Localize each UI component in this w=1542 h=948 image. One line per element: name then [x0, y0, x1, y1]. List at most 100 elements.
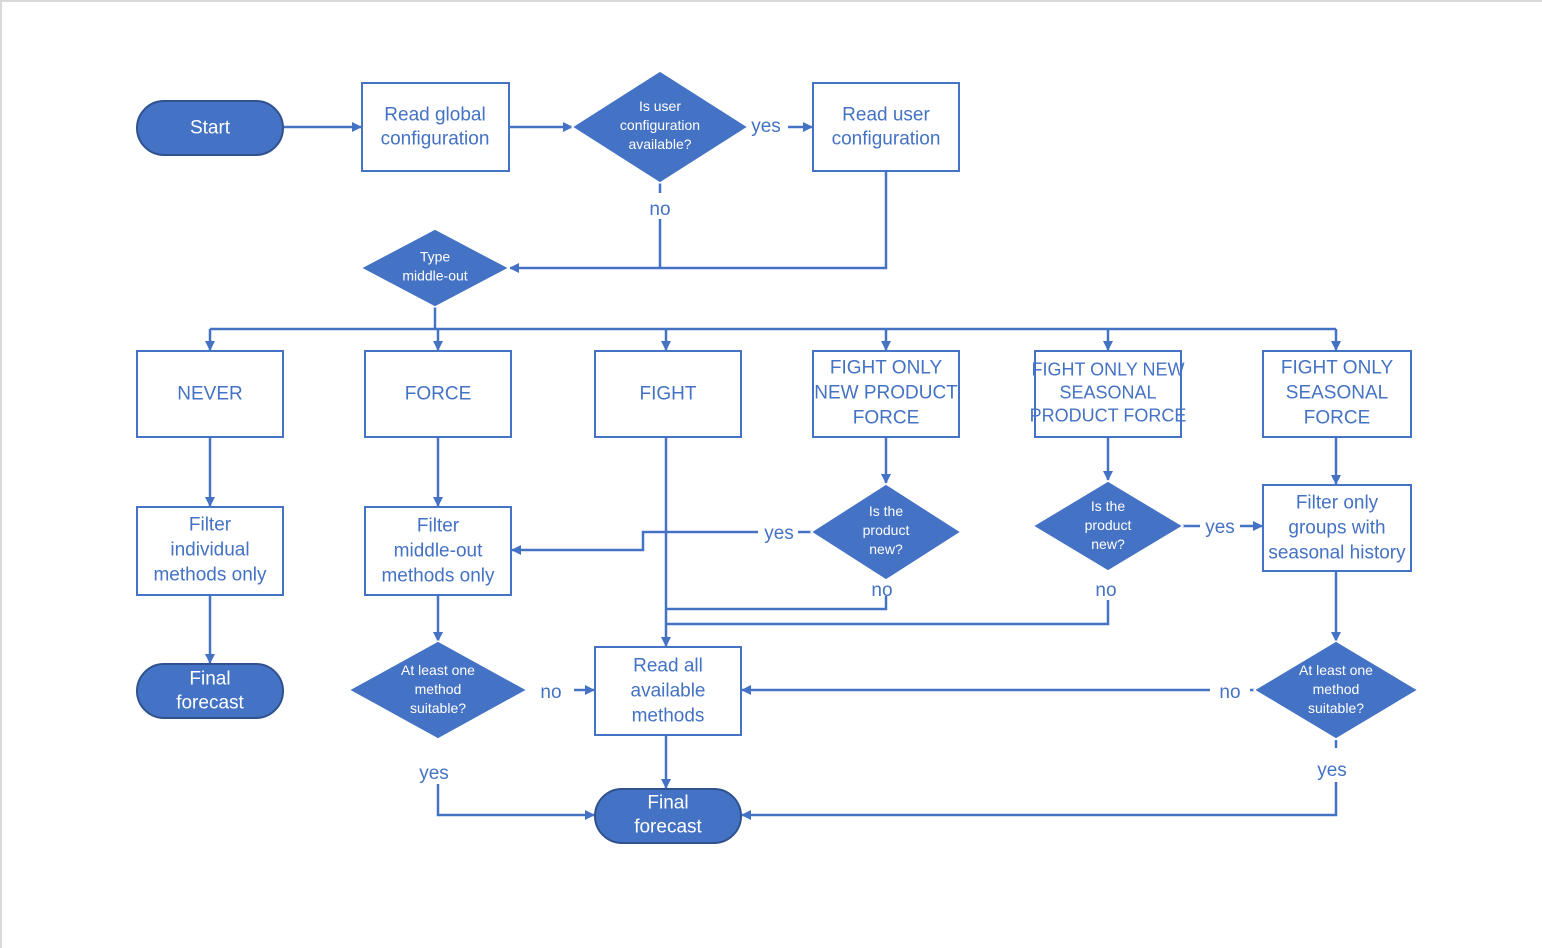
- product-new-decision-1[interactable]: [809, 483, 963, 581]
- text-line: configuration: [381, 129, 490, 150]
- text-line: method: [415, 681, 462, 697]
- text-line: Filter: [189, 515, 232, 536]
- final-forecast-label-2: Final forecast: [634, 793, 702, 838]
- text-line: Filter: [417, 516, 460, 537]
- fight-new-seasonal-label: FIGHT ONLY NEW SEASONAL PRODUCT FORCE: [1030, 359, 1187, 425]
- read-user-label: Read user configuration: [832, 105, 941, 150]
- force-label: FORCE: [405, 384, 472, 405]
- user-config-decision[interactable]: [570, 70, 750, 184]
- text-line: methods only: [381, 566, 495, 587]
- text-line: product: [863, 522, 910, 538]
- filter-groups-box[interactable]: [1262, 484, 1412, 572]
- text-line: configuration: [832, 129, 941, 150]
- fight-new-seasonal-box[interactable]: [1034, 350, 1182, 438]
- edge-no-new1-to-read-all: [666, 596, 888, 611]
- text-line: Read all: [633, 656, 703, 677]
- product-new-decision-2[interactable]: [1031, 480, 1185, 572]
- edge-yes-atleast1-to-final: [436, 784, 595, 820]
- edge-yes-atleast2-to-final-2: [741, 782, 1338, 820]
- text-line: FIGHT ONLY NEW: [1031, 359, 1184, 379]
- text-line: Is the: [1091, 498, 1125, 514]
- edge-label-no-new1: no: [871, 580, 892, 601]
- text-line: FIGHT ONLY: [1281, 358, 1394, 379]
- text-line: At least one: [401, 662, 475, 678]
- text-line: product: [1085, 517, 1132, 533]
- fight-label: FIGHT: [640, 384, 697, 405]
- text-line: Read global: [384, 105, 485, 126]
- read-global-config-box[interactable]: [361, 82, 510, 172]
- text-line: individual: [170, 540, 249, 561]
- text-line: NEVER: [177, 384, 242, 405]
- read-global-label: Read global configuration: [381, 105, 490, 150]
- text-line: Final: [647, 793, 688, 814]
- text-line: new?: [1091, 536, 1125, 552]
- shapes: [136, 70, 1420, 844]
- force-box[interactable]: [364, 350, 512, 438]
- fight-seasonal-box[interactable]: [1262, 350, 1412, 438]
- at-least-one-decision-2[interactable]: [1252, 640, 1420, 740]
- text-line: SEASONAL: [1286, 383, 1388, 404]
- text-line: Is user: [639, 98, 681, 114]
- read-all-methods-label: Read all available methods: [631, 656, 706, 727]
- edge-yes-new1-to-filter-middle-2: [511, 530, 758, 555]
- filter-individual-label: Filter individual methods only: [153, 515, 267, 586]
- text-line: Final: [189, 669, 230, 690]
- filter-middle-out-box[interactable]: [364, 506, 512, 596]
- text-line: methods only: [153, 565, 267, 586]
- text-line: available?: [628, 136, 691, 152]
- read-all-methods-box[interactable]: [594, 646, 742, 736]
- edge-label-yes-new1: yes: [764, 523, 794, 544]
- never-box[interactable]: [136, 350, 284, 438]
- text-line: suitable?: [1308, 700, 1364, 716]
- filter-groups-label: Filter only groups with seasonal history: [1268, 493, 1406, 564]
- text-line: configuration: [620, 117, 700, 133]
- edge-label-no-atleast2: no: [1219, 682, 1240, 703]
- fight-new-product-box[interactable]: [812, 350, 960, 438]
- connectors: [205, 122, 1341, 820]
- edge-label-no-user: no: [649, 199, 670, 220]
- filter-middle-out-label: Filter middle-out methods only: [381, 516, 495, 587]
- text-line: Read user: [842, 105, 930, 126]
- edge-label-yes-atleast2: yes: [1317, 760, 1347, 781]
- text-line: At least one: [1299, 662, 1373, 678]
- shape-text: Start Read global configuration Is user co…: [153, 98, 1406, 838]
- fight-seasonal-label: FIGHT ONLY SEASONAL FORCE: [1281, 358, 1394, 429]
- filter-individual-box[interactable]: [136, 506, 284, 596]
- text-line: FORCE: [853, 408, 920, 429]
- fight-box[interactable]: [594, 350, 742, 438]
- text-line: groups with: [1288, 518, 1385, 539]
- text-line: new?: [869, 541, 903, 557]
- text-line: PRODUCT FORCE: [1030, 405, 1187, 425]
- text-line: forecast: [634, 817, 702, 838]
- text-line: seasonal history: [1268, 543, 1406, 564]
- text-line: Filter only: [1296, 493, 1379, 514]
- start-terminal[interactable]: [136, 100, 284, 156]
- at-least-one-label-1: At least one method suitable?: [401, 662, 475, 716]
- edge-label-yes-new2: yes: [1205, 517, 1235, 538]
- product-new-label-2: Is the product new?: [1085, 498, 1132, 552]
- text-line: middle-out: [402, 267, 467, 283]
- edge-labels: yes no yes no no yes no yes no yes: [419, 116, 1347, 784]
- text-line: methods: [632, 706, 705, 727]
- edge-label-no-new2: no: [1095, 580, 1116, 601]
- start-label: Start: [190, 118, 231, 139]
- text-line: NEW PRODUCT: [814, 383, 958, 404]
- text-line: FIGHT ONLY: [830, 358, 943, 379]
- type-middle-out-decision[interactable]: [359, 228, 511, 308]
- final-forecast-terminal-2[interactable]: [594, 788, 742, 844]
- text-line: suitable?: [410, 700, 466, 716]
- final-forecast-terminal-1[interactable]: [136, 663, 284, 719]
- read-user-config-box[interactable]: [812, 82, 960, 172]
- text-line: forecast: [176, 693, 244, 714]
- at-least-one-decision-1[interactable]: [347, 640, 529, 740]
- text-line: FORCE: [1304, 408, 1371, 429]
- fight-new-product-label: FIGHT ONLY NEW PRODUCT FORCE: [814, 358, 958, 429]
- text-line: available: [631, 681, 706, 702]
- text-line: middle-out: [394, 541, 483, 562]
- text-line: SEASONAL: [1059, 382, 1156, 402]
- edge-label-yes-user: yes: [751, 116, 781, 137]
